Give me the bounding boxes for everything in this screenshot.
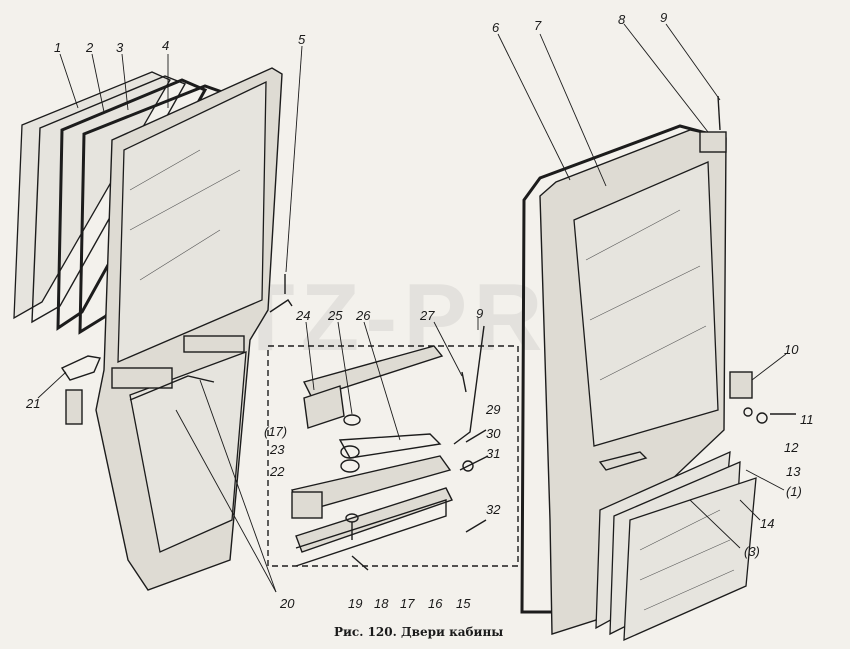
callout-7: 7 <box>534 18 542 33</box>
left-door-assembly <box>13 67 293 591</box>
callout-10: 10 <box>784 342 799 357</box>
callout-11: 11 <box>800 412 814 427</box>
hinge-10 <box>729 371 753 399</box>
callout-3: 3 <box>116 40 124 55</box>
screw-19 <box>351 555 369 571</box>
left-door-lower-window <box>129 351 247 553</box>
callout-17: 17 <box>400 596 415 611</box>
right-door-handle <box>598 451 648 471</box>
callout-3-ref: (3) <box>744 544 760 559</box>
callout-26: 26 <box>355 308 371 323</box>
callout-16: 16 <box>428 596 443 611</box>
callout-14: 14 <box>760 516 774 531</box>
callout-31: 31 <box>486 446 500 461</box>
callout-30: 30 <box>486 426 501 441</box>
bracket-15-plate <box>295 499 447 567</box>
washer-12 <box>756 412 768 424</box>
callout-9: 9 <box>660 10 667 25</box>
callout-8: 8 <box>618 12 626 27</box>
left-door-mount-strip <box>183 335 245 353</box>
callout-23: 23 <box>269 442 285 457</box>
callout-19: 19 <box>348 596 362 611</box>
callout-2: 2 <box>85 40 94 55</box>
pin-9 <box>717 95 721 131</box>
lower-glass-texture <box>639 509 735 611</box>
callout-labels: 1 2 3 4 5 6 7 8 9 10 11 12 13 14 15 16 1… <box>25 10 814 611</box>
callout-5: 5 <box>298 32 306 47</box>
callout-25: 25 <box>327 308 343 323</box>
left-hinge-plate-21b <box>65 389 83 425</box>
washer-25 <box>343 414 361 426</box>
callout-13: 13 <box>786 464 801 479</box>
latch-16-block <box>291 491 323 519</box>
nut-13 <box>743 407 753 417</box>
left-door-window-opening <box>117 80 267 363</box>
left-door-hinge-plate <box>111 367 173 389</box>
callout-4: 4 <box>162 38 169 53</box>
left-hinge-21 <box>60 355 101 381</box>
rail-24 <box>302 345 444 399</box>
cotter-29 <box>465 429 487 443</box>
rail-24-end <box>303 385 345 429</box>
callout-18: 18 <box>374 596 389 611</box>
callout-24: 24 <box>295 308 310 323</box>
callout-21: 21 <box>25 396 40 411</box>
callout-32: 32 <box>486 502 501 517</box>
callout-27: 27 <box>419 308 435 323</box>
callout-6: 6 <box>492 20 500 35</box>
bolt-31 <box>459 455 489 471</box>
callout-1: 1 <box>54 40 61 55</box>
washer-30 <box>462 460 474 472</box>
lock-hardware-exploded <box>267 325 519 571</box>
callout-9-lower: 9 <box>476 306 483 321</box>
detail-dashed-frame <box>267 345 519 567</box>
washer-22b <box>340 459 360 473</box>
hinge-8 <box>699 131 727 153</box>
lever-26 <box>338 433 442 459</box>
screw-32 <box>465 519 487 533</box>
leader-lines <box>37 23 787 593</box>
rod-9-lower <box>453 325 485 445</box>
callout-17-ref: (17) <box>264 424 287 439</box>
screw-27 <box>461 371 467 393</box>
left-door-handle-arm <box>129 375 215 401</box>
callout-15: 15 <box>456 596 471 611</box>
callout-29: 29 <box>485 402 500 417</box>
lower-glass-14 <box>623 477 757 642</box>
right-glass-reflection <box>585 209 707 381</box>
callout-22: 22 <box>269 464 285 479</box>
right-door-assembly <box>520 95 796 642</box>
figure-caption: Рис. 120. Двери кабины <box>334 625 503 639</box>
callout-20: 20 <box>279 596 295 611</box>
left-glass-reflection <box>129 149 241 281</box>
callout-12: 12 <box>784 440 799 455</box>
left-door-latch-rod <box>269 299 293 313</box>
callout-1-ref: (1) <box>786 484 802 499</box>
